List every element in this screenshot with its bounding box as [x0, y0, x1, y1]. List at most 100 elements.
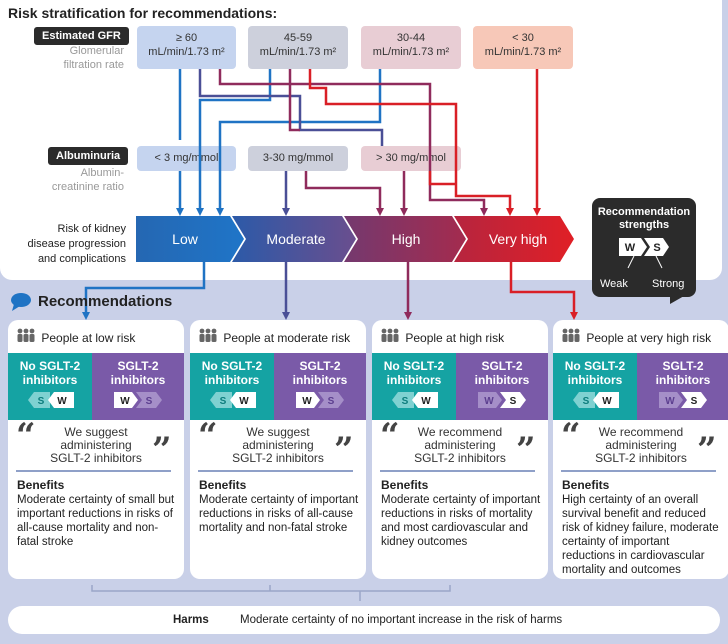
people-icon — [561, 328, 583, 345]
close-quote-icon: ” — [516, 430, 536, 470]
risk-moderate-label: Moderate — [266, 231, 326, 247]
close-quote-icon: ” — [334, 430, 354, 470]
open-quote-icon: “ — [16, 416, 36, 456]
benefits-title: Benefits — [381, 478, 429, 492]
chevron-moderate — [232, 216, 356, 262]
chevron-very-high — [454, 216, 574, 262]
weak-against-chevrons-icon: S W — [208, 392, 256, 408]
flow-arrows — [82, 69, 578, 320]
harms-title: Harms — [173, 614, 209, 626]
benefits-title: Benefits — [17, 478, 65, 492]
people-icon — [16, 328, 38, 345]
albuminuria-subtitle: Albumin-creatinine ratio — [51, 167, 124, 193]
benefits-title: Benefits — [562, 478, 610, 492]
speech-bubble-icon — [11, 293, 31, 311]
svg-text:W: W — [302, 396, 312, 407]
benefits-text: Moderate certainty of small but importan… — [17, 494, 175, 548]
strong-for-chevrons-icon: W S — [659, 392, 707, 408]
svg-text:W: W — [484, 396, 494, 407]
svg-text:S: S — [402, 396, 409, 407]
svg-text:S: S — [146, 396, 153, 407]
svg-text:W: W — [665, 396, 675, 407]
svg-text:W: W — [239, 396, 249, 407]
strength-w-label: W — [625, 242, 636, 254]
weak-against-chevrons-icon: S W — [26, 392, 74, 408]
strong-label: Strong — [652, 278, 685, 290]
risk-chevrons — [136, 216, 574, 262]
benefits-text: Moderate certainty of important reductio… — [381, 494, 541, 548]
harms-text: Moderate certainty of no important incre… — [240, 614, 563, 626]
recommendations-heading: Recommendations — [38, 293, 173, 310]
people-icon — [380, 328, 402, 345]
divider — [16, 470, 171, 472]
svg-text:S: S — [510, 396, 517, 407]
chevron-low — [136, 216, 244, 262]
weak-against-chevrons-icon: S W — [390, 392, 438, 408]
open-quote-icon: “ — [198, 416, 218, 456]
page-title: Risk stratification for recommendations: — [8, 5, 278, 21]
alb-box-gt30: > 30 mg/mmol — [361, 146, 461, 171]
card-heading: People at very high risk — [561, 328, 711, 345]
svg-text:S: S — [38, 396, 45, 407]
divider — [561, 470, 716, 472]
benefits-text: High certainty of an overall survival be… — [562, 494, 719, 576]
svg-text:S: S — [583, 396, 590, 407]
strong-for-chevrons-icon: W S — [478, 392, 526, 408]
weak-label: Weak — [600, 278, 628, 290]
svg-text:S: S — [328, 396, 335, 407]
close-quote-icon: ” — [697, 430, 717, 470]
svg-text:S: S — [691, 396, 698, 407]
strength-s-label: S — [653, 242, 660, 254]
open-quote-icon: “ — [561, 416, 581, 456]
weak-for-chevrons-icon: W S — [296, 392, 344, 408]
gfr-tag: Estimated GFR — [34, 27, 129, 45]
svg-text:W: W — [120, 396, 130, 407]
chevron-high — [344, 216, 466, 262]
albuminuria-tag: Albuminuria — [48, 147, 129, 165]
card-heading: People at moderate risk — [198, 328, 350, 345]
card-heading: People at low risk — [16, 328, 135, 345]
risk-very-high-label: Very high — [488, 231, 548, 247]
svg-text:W: W — [602, 396, 612, 407]
open-quote-icon: “ — [380, 416, 400, 456]
risk-high-label: High — [391, 231, 421, 247]
risk-low-label: Low — [172, 231, 198, 247]
people-icon — [198, 328, 220, 345]
benefits-title: Benefits — [199, 478, 247, 492]
svg-text:W: W — [57, 396, 67, 407]
svg-text:S: S — [220, 396, 227, 407]
weak-against-chevrons-icon: S W — [571, 392, 619, 408]
harms-brace — [91, 585, 451, 601]
divider — [380, 470, 535, 472]
benefits-text: Moderate certainty of important reductio… — [199, 494, 359, 534]
legend-pointer — [670, 296, 684, 304]
strength-chevrons-icon: W S — [619, 238, 669, 256]
weak-for-chevrons-icon: W S — [114, 392, 162, 408]
card-heading: People at high risk — [380, 328, 504, 345]
alb-box-3-30: 3-30 mg/mmol — [248, 146, 348, 171]
